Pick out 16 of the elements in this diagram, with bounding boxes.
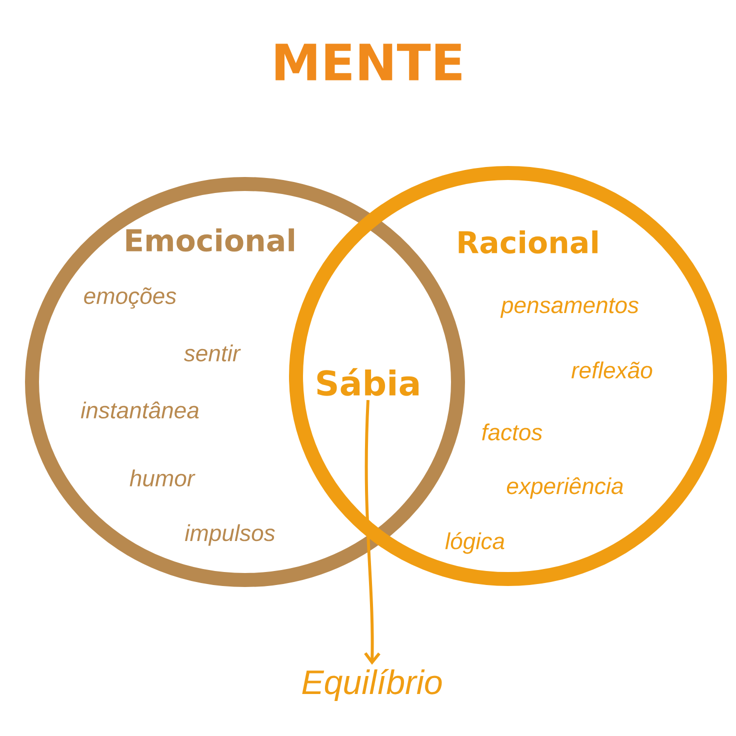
word-label: sentir bbox=[184, 344, 241, 362]
center-label: Sábia bbox=[317, 368, 419, 396]
word-label: pensamentos bbox=[500, 298, 639, 318]
result-label: Equilíbrio bbox=[302, 668, 442, 702]
circle-heading: Racional bbox=[458, 230, 598, 254]
word-label: impulsos bbox=[185, 524, 275, 546]
word-label: emoções bbox=[84, 287, 176, 309]
circle-heading: Emocional bbox=[126, 228, 294, 252]
word-label: factos bbox=[482, 424, 542, 440]
word-label: experiência bbox=[506, 477, 624, 499]
word-label: instantânea bbox=[80, 402, 199, 418]
title: MENTE bbox=[276, 44, 462, 80]
word-label: lógica bbox=[445, 532, 504, 554]
word-label: humor bbox=[130, 470, 196, 486]
arrow bbox=[364, 400, 380, 665]
word-label: reflexão bbox=[571, 362, 652, 378]
